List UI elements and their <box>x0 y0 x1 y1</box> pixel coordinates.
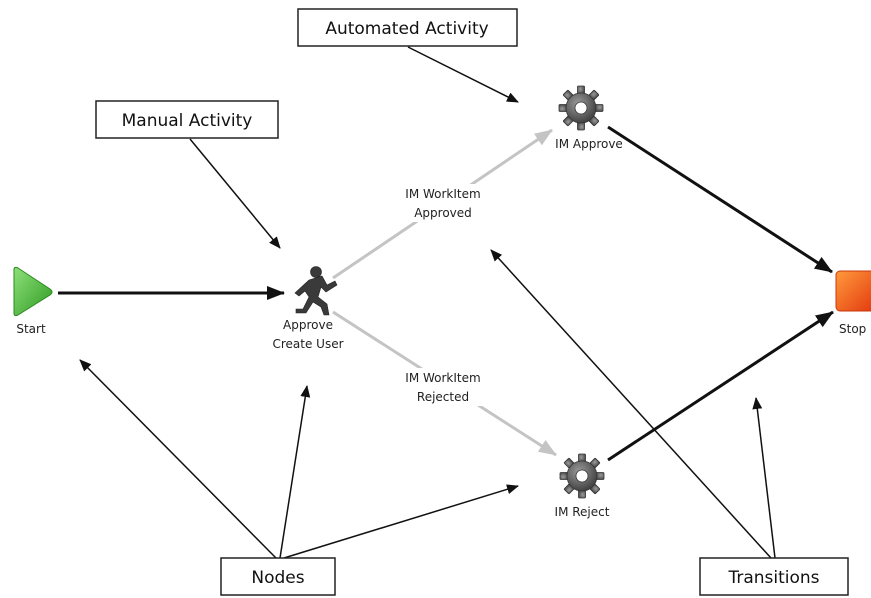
pointer-nodes-start <box>79 359 277 559</box>
running-person-icon <box>294 266 338 316</box>
node-im-reject[interactable]: IM Reject <box>555 453 610 519</box>
transition-label-approved-line1: IM WorkItem <box>405 187 480 201</box>
callout-automated-activity: Automated Activity <box>297 8 518 47</box>
callout-transitions: Transitions <box>699 557 849 596</box>
gear-icon <box>558 85 604 131</box>
transition-label-approved-line2: Approved <box>414 206 472 220</box>
pointer-nodes-approve <box>279 385 311 559</box>
pointer-automated-activity <box>407 46 519 103</box>
callout-manual-activity-label: Manual Activity <box>122 111 253 131</box>
node-stop[interactable]: Stop <box>835 270 871 336</box>
node-start-label: Start <box>16 322 46 336</box>
transition-label-approved: IM WorkItem Approved <box>384 184 502 222</box>
node-approve-label-line1: Approve <box>283 318 333 332</box>
node-approve-label-line2: Create User <box>272 337 343 351</box>
transition-reject-to-stop[interactable] <box>607 310 834 462</box>
node-approve-create-user[interactable]: Approve Create User <box>272 266 344 352</box>
callout-automated-activity-label: Automated Activity <box>325 19 488 39</box>
node-stop-label: Stop <box>839 322 866 336</box>
callout-manual-activity: Manual Activity <box>95 100 279 139</box>
pointer-transitions-stop <box>752 397 776 559</box>
pointer-transitions-main <box>490 249 772 559</box>
pointer-manual-activity <box>189 138 281 249</box>
gear-icon <box>559 453 605 499</box>
pointer-nodes-reject <box>283 484 519 559</box>
play-triangle-icon <box>13 266 53 317</box>
transition-label-rejected-line2: Rejected <box>417 390 469 404</box>
stop-square-icon <box>835 270 871 312</box>
node-im-approve-label: IM Approve <box>555 137 623 151</box>
callout-nodes-label: Nodes <box>251 568 304 588</box>
callout-transitions-label: Transitions <box>727 568 819 588</box>
node-start[interactable]: Start <box>13 266 53 336</box>
transition-label-rejected: IM WorkItem Rejected <box>384 368 502 406</box>
callout-nodes: Nodes <box>220 557 336 596</box>
transition-label-rejected-line1: IM WorkItem <box>405 371 480 385</box>
node-im-reject-label: IM Reject <box>555 505 610 519</box>
transition-approve-to-stop[interactable] <box>607 125 833 274</box>
node-im-approve[interactable]: IM Approve <box>555 85 623 151</box>
